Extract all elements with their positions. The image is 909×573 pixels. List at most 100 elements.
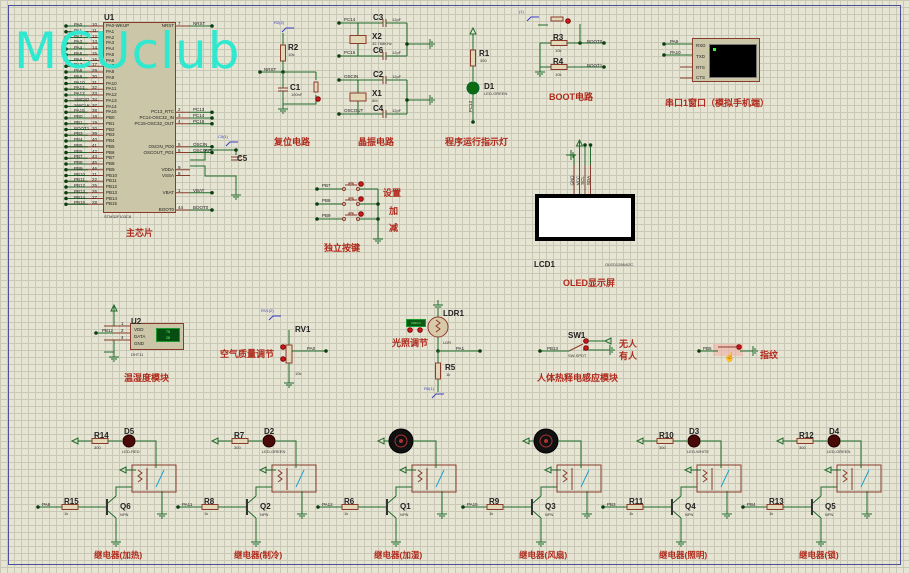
mcu-pin-terminal	[64, 150, 68, 155]
relay-contact-icon	[155, 469, 165, 488]
hand-cursor-icon[interactable]: ☝	[724, 352, 736, 362]
relay-wire	[680, 486, 697, 496]
relay-base-resistor-value: 1k	[629, 511, 634, 516]
mcu-pin-name: PB5	[106, 143, 115, 149]
ldr-value: LDR	[443, 340, 452, 345]
virtual-terminal[interactable]: RXD TXD RTS CTS	[692, 38, 760, 82]
mcu-pin-terminal	[64, 52, 68, 57]
mcu-pin-terminal	[64, 121, 68, 126]
mcu-pin-number: 21	[92, 171, 98, 177]
load-vcc-arrow-icon	[376, 437, 385, 445]
mcu-pin-terminal	[64, 98, 68, 103]
dht-part: DHT11	[131, 352, 144, 357]
relay-input-terminal	[36, 505, 40, 509]
key-button-cap	[348, 182, 354, 185]
crystal-junction	[405, 42, 409, 46]
mcu-pin-terminal	[210, 24, 214, 28]
mcu-pin-terminal	[64, 173, 68, 178]
mcu-pin-terminal	[64, 196, 68, 201]
mcu-pin-net: BOOT0	[193, 205, 209, 210]
relay-base-resistor-value: 1k	[489, 511, 494, 516]
crystal-junction	[405, 98, 409, 102]
sheet-border	[8, 5, 901, 565]
mcu-pin-net: SWDIO	[74, 96, 90, 102]
mcu-caption: 主芯片	[126, 228, 154, 238]
mcu-pin-terminal	[64, 29, 68, 34]
dht-net: PB12	[102, 328, 114, 333]
mcu-pin-terminal	[210, 150, 214, 155]
load-led-icon	[687, 434, 701, 448]
crystal-icon	[349, 92, 367, 102]
rv1-probe-label: RV1(2)	[261, 308, 274, 313]
transistor-ref: Q2	[260, 502, 271, 511]
relay-base-resistor-ref: R6	[344, 497, 355, 506]
relay-coil-icon	[137, 469, 143, 483]
boot1-net: BOOT1	[587, 63, 603, 68]
mcu-pin-net: PA0	[74, 22, 83, 27]
vcc-arrow-icon	[469, 26, 477, 35]
dht-pin-gnd: GND	[134, 341, 144, 346]
mcu-pin-number: 25	[92, 183, 98, 188]
boot0-terminal	[602, 41, 606, 45]
crystal-cap-value: 12pF	[392, 17, 402, 22]
mcu-pin-terminal	[64, 133, 68, 138]
mcu-pin-name: PA10	[106, 80, 117, 86]
nrst-net: NRST	[264, 67, 277, 72]
d1-ref: D1	[484, 82, 495, 91]
mcu-pin-number: 46	[92, 165, 98, 171]
relay-box	[411, 464, 457, 493]
dht-pin-data: DATA	[134, 334, 146, 339]
mcu-pin-name: PB8	[106, 161, 115, 166]
uart-caption: 串口1窗口（模拟手机端）	[665, 98, 770, 108]
transistor-emitter	[672, 510, 682, 519]
mcu-chip[interactable]	[103, 22, 176, 213]
mcu-pin-terminal	[210, 110, 214, 115]
mcu-pin-number: 20	[92, 125, 98, 131]
relay-base-resistor-value: 1k	[344, 511, 349, 516]
mcu-pin-number: 33	[92, 91, 98, 96]
mcu-pin-net: PB5	[74, 142, 83, 148]
relay-input-terminal	[741, 505, 745, 509]
mcu-pin-number: 5	[178, 141, 181, 147]
crystal-net-label: PC14	[344, 17, 356, 22]
c5-probe-label: C5(1)	[218, 134, 229, 139]
uart-pin-txd: TXD	[696, 54, 705, 59]
mcu-pin-net: PB0	[74, 114, 83, 119]
relay-input-terminal	[316, 505, 320, 509]
mcu-pin-terminal	[210, 116, 214, 120]
r4-value: 10k	[555, 72, 562, 77]
uart-pin-rxd: RXD	[696, 43, 706, 48]
mcu-pin-terminal	[64, 139, 68, 143]
mcu-pin-number: 14	[92, 45, 98, 50]
reset-caption: 复位电路	[274, 137, 311, 147]
mcu-pin-number: 30	[92, 73, 98, 79]
mcu-pin-number: 28	[92, 200, 98, 206]
relay-caption: 继电器(照明)	[659, 550, 708, 560]
transistor-emitter	[107, 510, 117, 519]
r2-resistor	[280, 44, 286, 62]
crystal-cap-ref: C2	[373, 70, 384, 79]
oled-display[interactable]	[535, 194, 635, 241]
c1-value: 100nF	[291, 92, 303, 97]
load-led-ref: D4	[829, 427, 840, 436]
nrst-terminal	[258, 70, 262, 74]
key-label-set: 设置	[383, 188, 402, 198]
relay-box	[556, 464, 602, 493]
mcu-pin-number: 29	[92, 68, 98, 73]
load-vcc-arrow-icon	[70, 437, 79, 445]
uart-net-tx: PA10	[670, 50, 681, 55]
dht-pin-vdd: VDD	[134, 327, 144, 332]
rv1-ref: RV1	[295, 325, 311, 334]
relay-box	[131, 464, 177, 493]
transistor-value: NPN	[685, 512, 694, 517]
mcu-pin-name: PA2	[106, 34, 115, 40]
relay-base-resistor-ref: R8	[204, 497, 215, 506]
mcu-pin-terminal	[64, 185, 68, 189]
relay-caption: 继电器(制冷)	[234, 550, 283, 560]
pir-switch-blade	[568, 343, 584, 352]
c5-junction	[234, 148, 238, 152]
load-led-ref: D2	[264, 427, 275, 436]
dht11-sensor[interactable]: VDD DATA GND 75 28	[130, 323, 184, 350]
key-label-minus: 减	[389, 223, 399, 233]
